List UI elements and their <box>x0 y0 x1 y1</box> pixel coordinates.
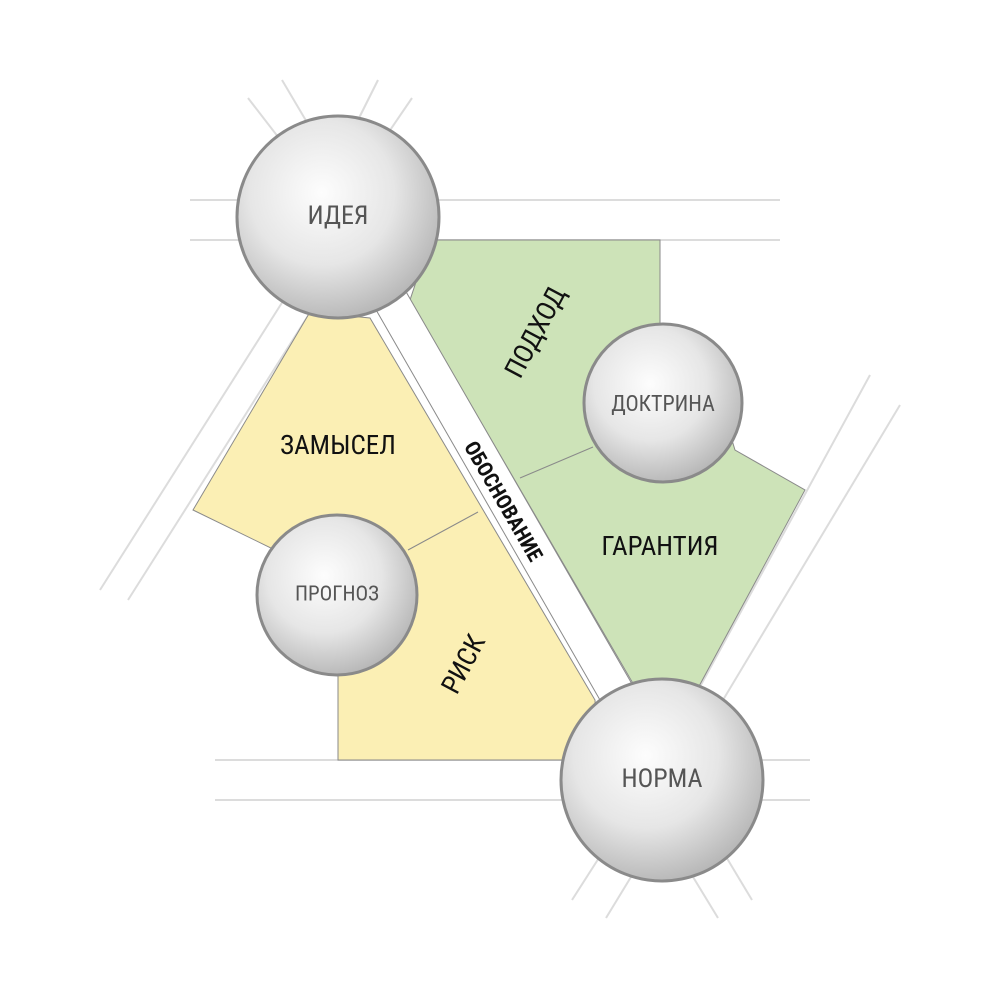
region-guarantee-label: ГАРАНТИЯ <box>601 530 718 562</box>
ray-norm-3 <box>689 871 719 919</box>
sphere-idea <box>235 114 441 320</box>
region-intent-risk <box>192 311 598 761</box>
guide-line-right-1 <box>689 374 871 706</box>
node-doctrine: ДОКТРИНА <box>582 322 744 484</box>
ray-idea-3 <box>355 79 379 125</box>
guide-line-left-1 <box>99 289 291 591</box>
divider-intent-risk <box>407 511 479 551</box>
node-doctrine-label: ДОКТРИНА <box>611 392 715 417</box>
ray-idea-1 <box>247 97 283 143</box>
ray-idea-2 <box>281 79 309 125</box>
divider-approach-guarantee <box>519 446 594 479</box>
sphere-forecast <box>255 513 419 677</box>
region-intent-label: ЗАМЫСЕЛ <box>280 429 396 461</box>
sphere-norm <box>559 677 765 883</box>
node-forecast-label: ПРОГНОЗ <box>295 583 379 607</box>
guide-line-left-2 <box>127 299 319 601</box>
ray-norm-2 <box>605 871 635 919</box>
sphere-doctrine <box>582 322 744 484</box>
guide-line-right-2 <box>719 404 901 706</box>
node-idea: ИДЕЯ <box>235 114 441 320</box>
node-norm-label: НОРМА <box>621 764 702 794</box>
node-norm: НОРМА <box>559 677 765 883</box>
region-dividers <box>407 446 594 551</box>
node-forecast: ПРОГНОЗ <box>255 513 419 677</box>
node-idea-label: ИДЕЯ <box>307 201 368 231</box>
